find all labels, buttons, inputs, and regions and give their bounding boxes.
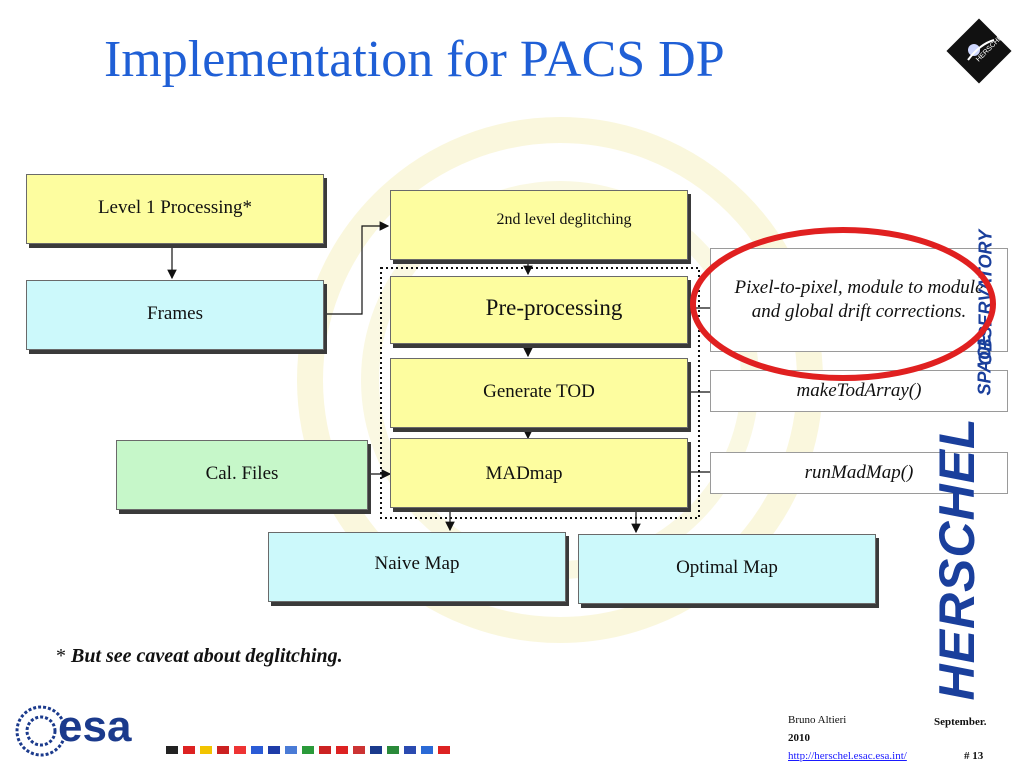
deglitching-label: 2nd level deglitching (496, 211, 632, 228)
run-madmap-text: runMadMap() (804, 461, 914, 483)
make-tod-text: makeTodArray() (796, 379, 922, 401)
cal-files-box: Cal. Files (116, 440, 368, 510)
footnote-star: * (56, 645, 66, 667)
dotted-group-outline (380, 267, 700, 519)
footer-url-link[interactable]: http://herschel.esac.esa.int/ (788, 750, 907, 762)
esa-logo: esa (14, 702, 164, 758)
cal-files-label: Cal. Files (205, 463, 279, 484)
footer-page-number: # 13 (964, 750, 984, 762)
drift-correction-text: Pixel-to-pixel, module to module and glo… (734, 276, 984, 322)
herschel-corner-logo: HERSCHEL (944, 16, 1014, 86)
optimal-map-box: Optimal Map (578, 534, 876, 604)
esa-wordmark: esa (58, 702, 132, 751)
generate-tod-label: Generate TOD (483, 381, 595, 402)
arrow-frames-deglitch (324, 221, 390, 315)
member-flags (166, 742, 462, 754)
footnote: * But see caveat about deglitching. (56, 645, 343, 667)
footer-date: September. 2010 (788, 716, 987, 744)
footer-author: Bruno Altieri (788, 714, 847, 726)
frames-box: Frames (26, 280, 324, 350)
naive-map-box: Naive Map (268, 532, 566, 602)
drift-correction-note: Pixel-to-pixel, module to module and glo… (710, 248, 1008, 352)
optimal-map-label: Optimal Map (676, 557, 778, 578)
level1-processing-label: Level 1 Processing* (97, 197, 253, 218)
highlight-ellipse (690, 227, 996, 381)
naive-map-label: Naive Map (374, 553, 460, 574)
preprocessing-label: Pre-processing (485, 295, 623, 320)
run-madmap-note: runMadMap() (710, 452, 1008, 494)
madmap-label: MADmap (485, 463, 563, 484)
preprocessing-box: Pre-processing (390, 276, 688, 344)
footnote-text: But see caveat about deglitching (71, 645, 338, 667)
generate-tod-box: Generate TOD (390, 358, 688, 428)
deglitching-box: 2nd level deglitching (390, 190, 688, 260)
madmap-box: MADmap (390, 438, 688, 508)
esa-globe-icon (15, 705, 67, 757)
level1-processing-box: Level 1 Processing* (26, 174, 324, 244)
side-logo-main: HERSCHEL (929, 417, 985, 701)
frames-label: Frames (147, 303, 203, 324)
page-title: Implementation for PACS DP (104, 31, 725, 88)
